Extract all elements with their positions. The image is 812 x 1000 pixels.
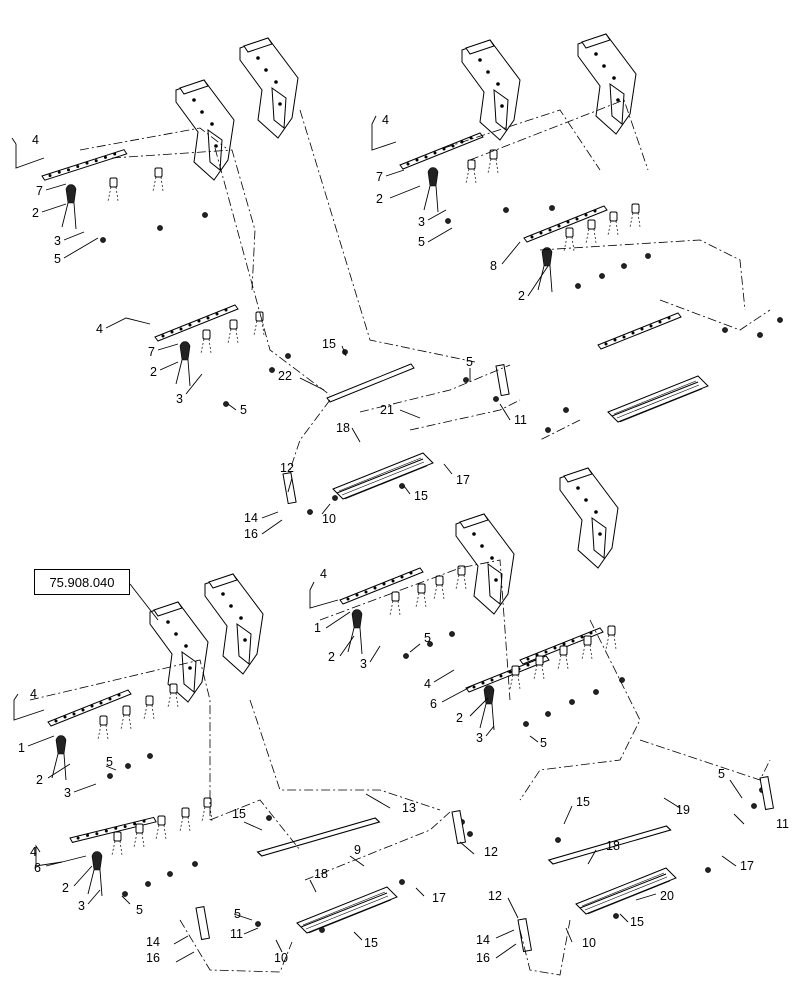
callout-g18: 18 <box>606 839 620 853</box>
callout-f18: 18 <box>314 867 328 881</box>
callout-c12: 12 <box>280 461 294 475</box>
callout-c18: 18 <box>336 421 350 435</box>
assembly-top-right <box>399 33 783 441</box>
callout-f5b: 5 <box>136 903 143 917</box>
callout-d5: 5 <box>418 235 425 249</box>
callout-c17: 17 <box>456 473 470 487</box>
callout-d7: 7 <box>376 170 383 184</box>
callout-f16: 16 <box>146 951 160 965</box>
callout-f9: 9 <box>354 843 361 857</box>
callout-f12: 12 <box>484 845 498 859</box>
callout-a4: 4 <box>32 133 39 147</box>
callout-g15b: 15 <box>630 915 644 929</box>
callout-g19: 19 <box>676 803 690 817</box>
assembly-bottom-right <box>319 467 775 976</box>
callout-g15: 15 <box>576 795 590 809</box>
callout-labels: 4 7 2 3 5 4 7 2 3 5 15 22 5 21 11 18 12 … <box>18 113 789 965</box>
callout-e2b: 2 <box>456 711 463 725</box>
callout-f5: 5 <box>106 755 113 769</box>
callout-c15: 15 <box>322 337 336 351</box>
callout-b3: 3 <box>176 392 183 406</box>
callout-f15: 15 <box>232 807 246 821</box>
callout-g12: 12 <box>488 889 502 903</box>
callout-e3: 3 <box>360 657 367 671</box>
callout-c16: 16 <box>244 527 258 541</box>
callout-d8: 8 <box>490 259 497 273</box>
callout-leaders <box>11 115 745 963</box>
callout-c14: 14 <box>244 511 258 525</box>
reference-number-box: 75.908.040 <box>34 569 130 595</box>
callout-f17: 17 <box>432 891 446 905</box>
callout-a7: 7 <box>36 184 43 198</box>
callout-f15b: 15 <box>364 936 378 950</box>
callout-f6: 6 <box>34 861 41 875</box>
callout-g5: 5 <box>718 767 725 781</box>
callout-f2b: 2 <box>62 881 69 895</box>
assembly-top-left <box>41 37 521 515</box>
callout-d2b: 2 <box>518 289 525 303</box>
callout-b5: 5 <box>240 403 247 417</box>
callout-c22: 22 <box>278 369 292 383</box>
callout-f13: 13 <box>402 801 416 815</box>
callout-e1: 1 <box>314 621 321 635</box>
callout-a3: 3 <box>54 234 61 248</box>
callout-g14: 14 <box>476 933 490 947</box>
callout-a2: 2 <box>32 206 39 220</box>
callout-b2: 2 <box>150 365 157 379</box>
callout-a5: 5 <box>54 252 61 266</box>
callout-g16: 16 <box>476 951 490 965</box>
assembly-bottom-left <box>29 573 473 973</box>
callout-f1: 1 <box>18 741 25 755</box>
callout-e4: 4 <box>320 567 327 581</box>
callout-f2: 2 <box>36 773 43 787</box>
callout-f3b: 3 <box>78 899 85 913</box>
callout-f5c: 5 <box>234 907 241 921</box>
callout-e3b: 3 <box>476 731 483 745</box>
callout-b4: 4 <box>96 322 103 336</box>
callout-d3: 3 <box>418 215 425 229</box>
callout-g20: 20 <box>660 889 674 903</box>
callout-g10: 10 <box>582 936 596 950</box>
callout-b7: 7 <box>148 345 155 359</box>
callout-c10: 10 <box>322 512 336 526</box>
callout-e6: 6 <box>430 697 437 711</box>
callout-f10: 10 <box>274 951 288 965</box>
callout-d4: 4 <box>382 113 389 127</box>
callout-e4b: 4 <box>424 677 431 691</box>
callout-e5b: 5 <box>540 736 547 750</box>
callout-e5: 5 <box>424 631 431 645</box>
callout-f4: 4 <box>30 687 37 701</box>
callout-c5: 5 <box>466 355 473 369</box>
callout-e2: 2 <box>328 650 335 664</box>
callout-g11: 11 <box>776 817 789 831</box>
callout-f4b: 4 <box>30 845 37 859</box>
callout-c15b: 15 <box>414 489 428 503</box>
callout-f3: 3 <box>64 786 71 800</box>
callout-f11: 11 <box>230 927 243 941</box>
callout-d2: 2 <box>376 192 383 206</box>
callout-f14: 14 <box>146 935 160 949</box>
callout-g17: 17 <box>740 859 754 873</box>
callout-c21: 21 <box>380 403 394 417</box>
callout-c11: 11 <box>514 413 527 427</box>
